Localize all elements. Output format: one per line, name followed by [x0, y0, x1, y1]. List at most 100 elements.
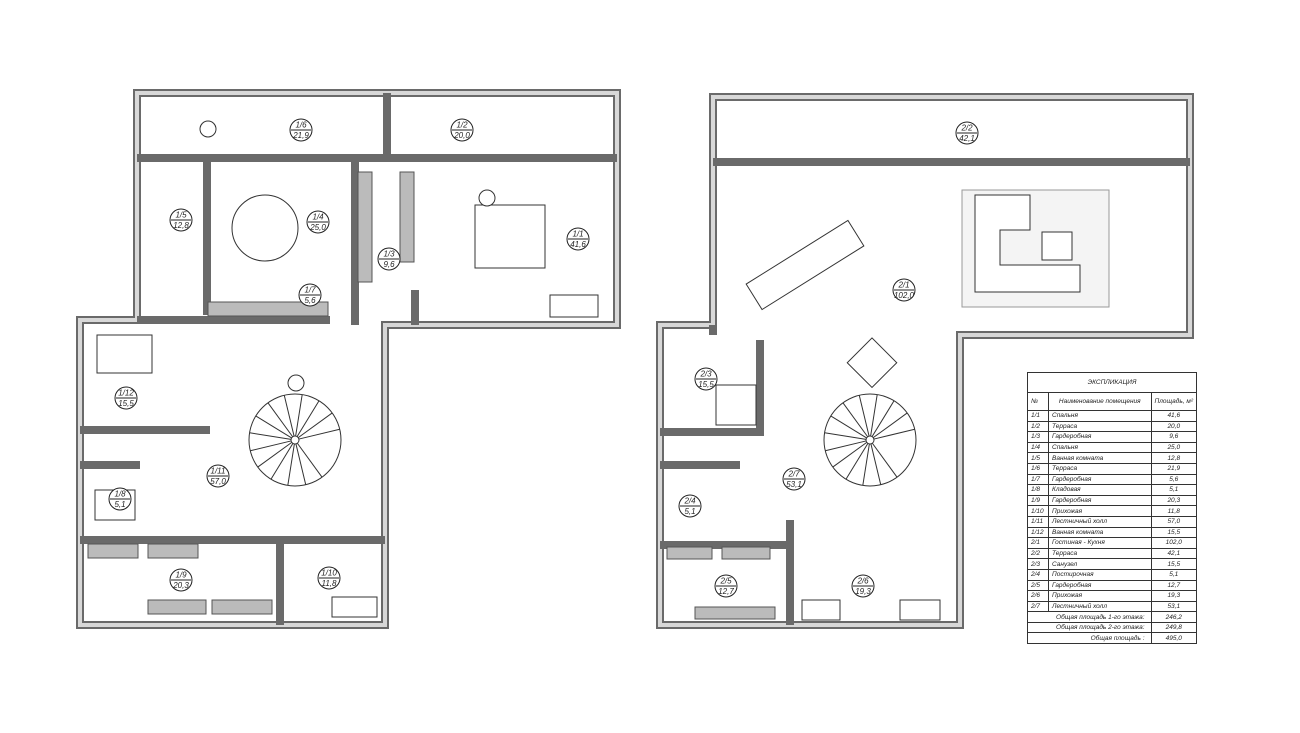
kitchen-island — [745, 219, 865, 311]
room-area: 102,0 — [894, 291, 915, 300]
row-num: 1/9 — [1027, 494, 1049, 507]
room-number: 1/11 — [211, 467, 226, 476]
row-area: 5,1 — [1150, 484, 1198, 496]
row-area: 15,5 — [1150, 558, 1198, 570]
floor-2-plan — [656, 93, 1194, 629]
row-name: Гардеробная — [1048, 431, 1152, 443]
total-row: Общая площадь :495,0 — [1027, 632, 1198, 645]
stair-step — [825, 440, 867, 452]
room-marker-1-5: 1/512,8 — [169, 208, 193, 232]
row-area: 9,6 — [1150, 431, 1198, 443]
stair-step — [295, 443, 307, 485]
row-name: Терраса — [1048, 547, 1152, 560]
row-name: Гардеробная — [1048, 494, 1152, 507]
row-area: 11,8 — [1150, 505, 1198, 517]
room-number: 1/2 — [456, 121, 468, 130]
row-num: 2/6 — [1027, 590, 1049, 602]
row-name: Санузел — [1048, 558, 1152, 570]
row-name: Спальня — [1048, 410, 1152, 422]
room-number: 2/1 — [897, 281, 909, 290]
total-label: Общая площадь : — [1027, 632, 1152, 645]
stair-step — [842, 402, 869, 438]
row-num: 1/5 — [1027, 452, 1049, 464]
row-num: 1/3 — [1027, 431, 1049, 443]
room-number: 1/4 — [312, 213, 324, 222]
row-area: 53,1 — [1150, 600, 1198, 613]
stair-step — [298, 428, 340, 440]
row-area: 41,6 — [1150, 410, 1198, 422]
total-area: 495,0 — [1150, 632, 1198, 645]
room-marker-2-5: 2/512,7 — [714, 574, 738, 598]
total-area: 249,8 — [1150, 621, 1198, 634]
stair-step — [845, 443, 869, 480]
room-area: 5,1 — [684, 507, 695, 516]
row-name: Ванная комната — [1048, 526, 1152, 539]
room-marker-1-7: 1/75,6 — [298, 283, 322, 307]
bed — [474, 204, 546, 269]
row-name: Постирочная — [1048, 568, 1152, 581]
stair-step — [283, 395, 295, 437]
stair-step — [870, 394, 878, 437]
row-name: Лестничный холл — [1048, 515, 1152, 528]
row-area: 15,5 — [1150, 526, 1198, 539]
room-number: 1/5 — [175, 211, 187, 220]
room-marker-1-2: 1/220,0 — [450, 118, 474, 142]
row-num: 1/4 — [1027, 441, 1049, 454]
row-name: Терраса — [1048, 420, 1152, 433]
row-num: 1/2 — [1027, 420, 1049, 433]
room-marker-1-6: 1/621,9 — [289, 118, 313, 142]
stair-step — [872, 412, 908, 439]
row-name: Спальня — [1048, 441, 1152, 454]
room-number: 2/4 — [683, 497, 696, 506]
room-area: 21,9 — [292, 131, 309, 140]
room-marker-2-3: 2/315,5 — [694, 367, 718, 391]
room-area: 20,0 — [453, 131, 470, 140]
col-num-header: № — [1027, 392, 1049, 411]
room-marker-2-6: 2/619,3 — [851, 574, 875, 598]
wardrobe-shelf — [207, 301, 329, 317]
total-label: Общая площадь 1-го этажа: — [1027, 611, 1152, 623]
stair-step — [870, 443, 882, 485]
corner-sofa — [974, 194, 1081, 293]
row-num: 2/3 — [1027, 558, 1049, 570]
room-marker-2-7: 2/753,1 — [782, 467, 806, 491]
stair-step — [250, 440, 292, 452]
row-name: Терраса — [1048, 462, 1152, 475]
room-area: 25,0 — [309, 223, 326, 232]
row-num: 1/11 — [1027, 515, 1049, 528]
stair-step — [873, 428, 915, 440]
stair-step — [824, 432, 867, 440]
row-name: Прихожая — [1048, 505, 1152, 517]
room-number: 1/10 — [321, 569, 337, 578]
col-area-header: Площадь, м² — [1150, 392, 1198, 411]
stair-step — [858, 395, 870, 437]
room-number: 2/3 — [699, 370, 712, 379]
room-area: 12,7 — [718, 587, 734, 596]
stair-step — [871, 442, 898, 478]
stair-step — [832, 441, 868, 468]
stair-step — [862, 443, 870, 486]
room-number: 2/5 — [719, 577, 732, 586]
room-area: 42,1 — [959, 134, 975, 143]
row-area: 57,0 — [1150, 515, 1198, 528]
bathtub — [96, 334, 153, 374]
room-area: 53,1 — [786, 480, 802, 489]
row-num: 2/1 — [1027, 537, 1049, 549]
room-area: 9,6 — [383, 260, 395, 269]
room-number: 2/2 — [960, 124, 973, 133]
room-number: 1/6 — [295, 121, 307, 130]
